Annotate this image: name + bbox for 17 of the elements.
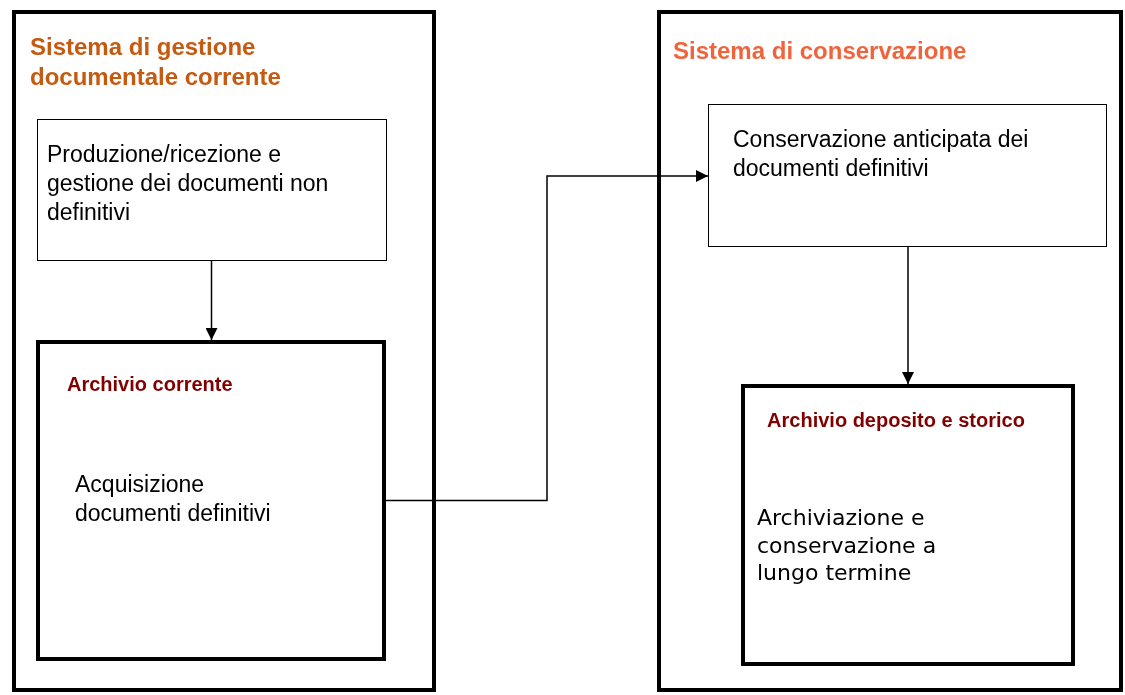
arrow xyxy=(902,246,914,385)
box-text: Conservazione anticipata dei documenti definitivi xyxy=(733,125,1030,183)
box-heading: Archivio corrente xyxy=(67,372,234,397)
process-box xyxy=(37,119,387,261)
archive-box xyxy=(36,340,386,661)
box-heading: Archivio deposito e storico xyxy=(766,408,1026,433)
box-text: Produzione/ricezione e gestione dei documenti non definitivi xyxy=(47,140,330,227)
box-text: Acquisizione documenti definitivi xyxy=(75,470,272,528)
arrow xyxy=(205,260,218,341)
section-title: Sistema di gestione documentale corrente xyxy=(30,32,282,92)
section-title: Sistema di conservazione xyxy=(673,36,968,66)
system-container xyxy=(12,10,436,692)
box-text: Archiviazione e conservazione a lungo termine xyxy=(757,504,938,587)
arrow xyxy=(385,170,709,502)
system-container xyxy=(657,10,1123,692)
process-box xyxy=(708,104,1107,247)
archive-box xyxy=(741,384,1075,666)
